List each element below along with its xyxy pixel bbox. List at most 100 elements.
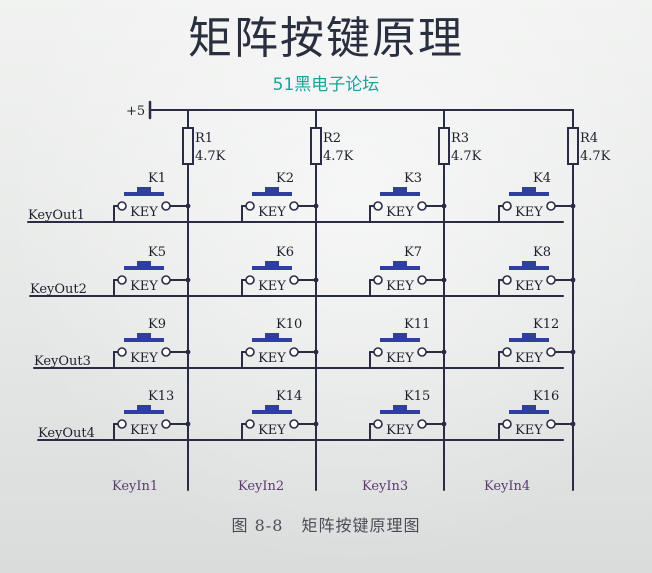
junction-dot-K3	[441, 203, 447, 209]
switch-button-bar-K5	[124, 266, 164, 270]
switch-name-K9: K9	[148, 317, 166, 332]
switch-button-bar-K11	[380, 338, 420, 342]
resistor-body-3	[438, 127, 450, 165]
switch-key-text-K14: KEY	[258, 423, 286, 438]
switch-contact-left-K8	[502, 275, 512, 285]
switch-button-cap-K3	[393, 187, 407, 192]
junction-dot-K16	[570, 421, 576, 427]
switch-contact-left-K10	[245, 347, 255, 357]
resistor-name-3: R3	[451, 131, 469, 146]
keyin-label-3: KeyIn3	[362, 479, 408, 494]
switch-contact-left-K9	[117, 347, 127, 357]
switch-contact-left-K1	[117, 201, 127, 211]
resistor-name-2: R2	[323, 131, 341, 146]
resistor-name-4: R4	[580, 131, 598, 146]
switch-contact-left-K4	[502, 201, 512, 211]
switch-contact-left-K7	[373, 275, 383, 285]
switch-contact-right-K16	[546, 419, 556, 429]
junction-dot-K15	[441, 421, 447, 427]
switch-contact-left-K15	[373, 419, 383, 429]
switch-contact-right-K10	[289, 347, 299, 357]
switch-button-bar-K3	[380, 192, 420, 196]
junction-dot-K9	[185, 349, 191, 355]
switch-contact-left-K11	[373, 347, 383, 357]
switch-contact-left-K13	[117, 419, 127, 429]
switch-name-K15: K15	[404, 389, 430, 404]
switch-key-text-K8: KEY	[515, 279, 543, 294]
switch-button-bar-K6	[252, 266, 292, 270]
junction-dot-K12	[570, 349, 576, 355]
power-label: +5	[126, 104, 145, 119]
junction-dot-K2	[313, 203, 319, 209]
switch-button-cap-K1	[137, 187, 151, 192]
switch-button-bar-K1	[124, 192, 164, 196]
switch-contact-right-K7	[417, 275, 427, 285]
switch-button-bar-K2	[252, 192, 292, 196]
switch-key-text-K13: KEY	[130, 423, 158, 438]
switch-contact-left-K2	[245, 201, 255, 211]
keyin-label-4: KeyIn4	[484, 479, 530, 494]
junction-dot-K14	[313, 421, 319, 427]
switch-key-text-K6: KEY	[258, 279, 286, 294]
junction-dot-K10	[313, 349, 319, 355]
switch-key-text-K7: KEY	[386, 279, 414, 294]
switch-name-K6: K6	[276, 245, 294, 260]
switch-name-K4: K4	[533, 171, 551, 186]
figure-caption-text: 矩阵按键原理图	[301, 516, 421, 535]
keyout-label-1: KeyOut1	[28, 208, 85, 223]
switch-button-cap-K2	[265, 187, 279, 192]
resistor-body-4	[567, 127, 579, 165]
switch-button-cap-K13	[137, 405, 151, 410]
switch-name-K5: K5	[148, 245, 166, 260]
switch-button-bar-K14	[252, 410, 292, 414]
resistor-body-1	[182, 127, 194, 165]
switch-contact-right-K14	[289, 419, 299, 429]
switch-button-bar-K9	[124, 338, 164, 342]
switch-name-K8: K8	[533, 245, 551, 260]
component-layer	[117, 127, 579, 429]
switch-contact-left-K5	[117, 275, 127, 285]
switch-contact-left-K16	[502, 419, 512, 429]
switch-button-bar-K10	[252, 338, 292, 342]
keyout-label-2: KeyOut2	[30, 282, 87, 297]
resistor-value-3: 4.7K	[451, 149, 482, 164]
switch-button-bar-K4	[509, 192, 549, 196]
switch-contact-right-K6	[289, 275, 299, 285]
switch-contact-right-K5	[161, 275, 171, 285]
switch-key-text-K16: KEY	[515, 423, 543, 438]
switch-button-cap-K10	[265, 333, 279, 338]
switch-key-text-K15: KEY	[386, 423, 414, 438]
junction-dot-K13	[185, 421, 191, 427]
switch-button-cap-K4	[522, 187, 536, 192]
switch-contact-right-K15	[417, 419, 427, 429]
resistor-name-1: R1	[195, 131, 213, 146]
switch-contact-left-K12	[502, 347, 512, 357]
switch-button-cap-K8	[522, 261, 536, 266]
switch-name-K14: K14	[276, 389, 302, 404]
switch-contact-right-K3	[417, 201, 427, 211]
switch-contact-right-K9	[161, 347, 171, 357]
switch-name-K16: K16	[533, 389, 559, 404]
switch-key-text-K1: KEY	[130, 205, 158, 220]
switch-name-K3: K3	[404, 171, 422, 186]
switch-name-K12: K12	[533, 317, 559, 332]
figure-number: 图 8-8	[231, 516, 284, 535]
switch-contact-right-K2	[289, 201, 299, 211]
switch-button-bar-K16	[509, 410, 549, 414]
keyout-label-3: KeyOut3	[34, 354, 91, 369]
figure-caption: 图 8-8 矩阵按键原理图	[0, 512, 652, 536]
resistor-value-2: 4.7K	[323, 149, 354, 164]
switch-key-text-K4: KEY	[515, 205, 543, 220]
switch-button-cap-K5	[137, 261, 151, 266]
watermark-text: 51黑电子论坛	[272, 75, 380, 95]
switch-contact-right-K4	[546, 201, 556, 211]
junction-dot-K5	[185, 277, 191, 283]
wire-layer	[27, 100, 574, 491]
switch-button-cap-K14	[265, 405, 279, 410]
keyout-label-4: KeyOut4	[38, 426, 95, 441]
junction-dot-K11	[441, 349, 447, 355]
switch-name-K1: K1	[148, 171, 166, 186]
resistor-body-2	[310, 127, 322, 165]
switch-button-cap-K15	[393, 405, 407, 410]
